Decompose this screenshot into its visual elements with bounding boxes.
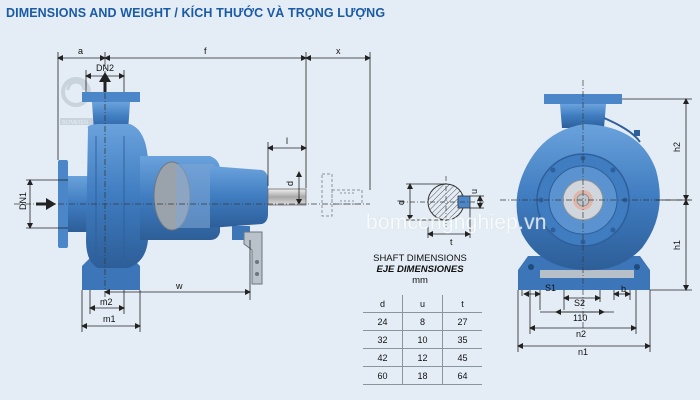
cell-t: 27: [442, 312, 482, 331]
label-m1: m1: [103, 314, 116, 324]
label-shaft-t: t: [450, 237, 453, 247]
shaft-unit: mm: [412, 275, 428, 286]
cell-d: 60: [363, 366, 403, 385]
col-header-t: t: [442, 295, 482, 313]
table-row: 60 18 64: [363, 366, 482, 385]
cell-u: 18: [402, 366, 443, 385]
label-b: b: [621, 284, 626, 294]
label-110: 110: [573, 313, 587, 323]
table-header-row: d u t: [363, 295, 482, 313]
label-a: a: [78, 46, 83, 56]
table-row: 42 12 45: [363, 348, 482, 367]
pump-side-view: [14, 60, 370, 300]
cell-u: 12: [402, 348, 443, 367]
table-row: 24 8 27: [363, 312, 482, 331]
cell-t: 45: [442, 348, 482, 367]
shaft-dimensions-table: d u t 24 8 27 32 10 35 42 12 45 60 18 64: [363, 295, 482, 385]
label-l: l: [286, 136, 288, 146]
label-dn1: DN1: [18, 192, 28, 210]
side-view-dimension-labels: a f x DN2 DN1 l d w m2 m1: [18, 46, 341, 324]
watermark-text: bomcongnghiep.vn: [366, 211, 547, 234]
shaft-table-title: SHAFT DIMENSIONS EJE DIMENSIONES mm: [364, 253, 476, 286]
col-header-d: d: [363, 295, 403, 313]
cell-d: 32: [363, 330, 403, 349]
label-shaft-u: u: [469, 189, 479, 194]
company-logo: BƠMĐIỆN: [60, 77, 94, 126]
label-n1: n1: [578, 347, 588, 357]
label-f: f: [204, 46, 207, 56]
cell-t: 64: [442, 366, 482, 385]
label-h2: h2: [672, 142, 682, 152]
label-w: w: [175, 281, 183, 291]
front-view-dimension-labels: h2 h1 S1 S2 b 110 n2 n1: [545, 142, 682, 357]
cell-d: 42: [363, 348, 403, 367]
shaft-cross-section: d u t: [396, 176, 484, 247]
label-s1: S1: [545, 283, 556, 293]
page-title: DIMENSIONS AND WEIGHT / KÍCH THƯỚC VÀ TR…: [6, 6, 386, 20]
logo-text: BƠMĐIỆN: [62, 118, 88, 126]
cell-t: 35: [442, 330, 482, 349]
label-h1: h1: [672, 240, 682, 250]
front-view-dimensions: [517, 98, 692, 352]
label-d-side: d: [285, 181, 295, 186]
label-n2: n2: [576, 329, 586, 339]
cell-u: 10: [402, 330, 443, 349]
col-header-u: u: [402, 295, 443, 313]
cell-d: 24: [363, 312, 403, 331]
label-s2: S2: [574, 298, 585, 308]
label-shaft-d: d: [396, 200, 406, 205]
pump-front-view: [500, 80, 690, 330]
cell-u: 8: [402, 312, 443, 331]
label-x: x: [336, 46, 341, 56]
shaft-title-es: EJE DIMENSIONES: [376, 264, 464, 275]
side-view-dimensions: [26, 52, 371, 332]
table-row: 32 10 35: [363, 330, 482, 349]
label-dn2: DN2: [96, 63, 114, 73]
shaft-title-en: SHAFT DIMENSIONS: [373, 253, 467, 264]
label-m2: m2: [100, 297, 113, 307]
